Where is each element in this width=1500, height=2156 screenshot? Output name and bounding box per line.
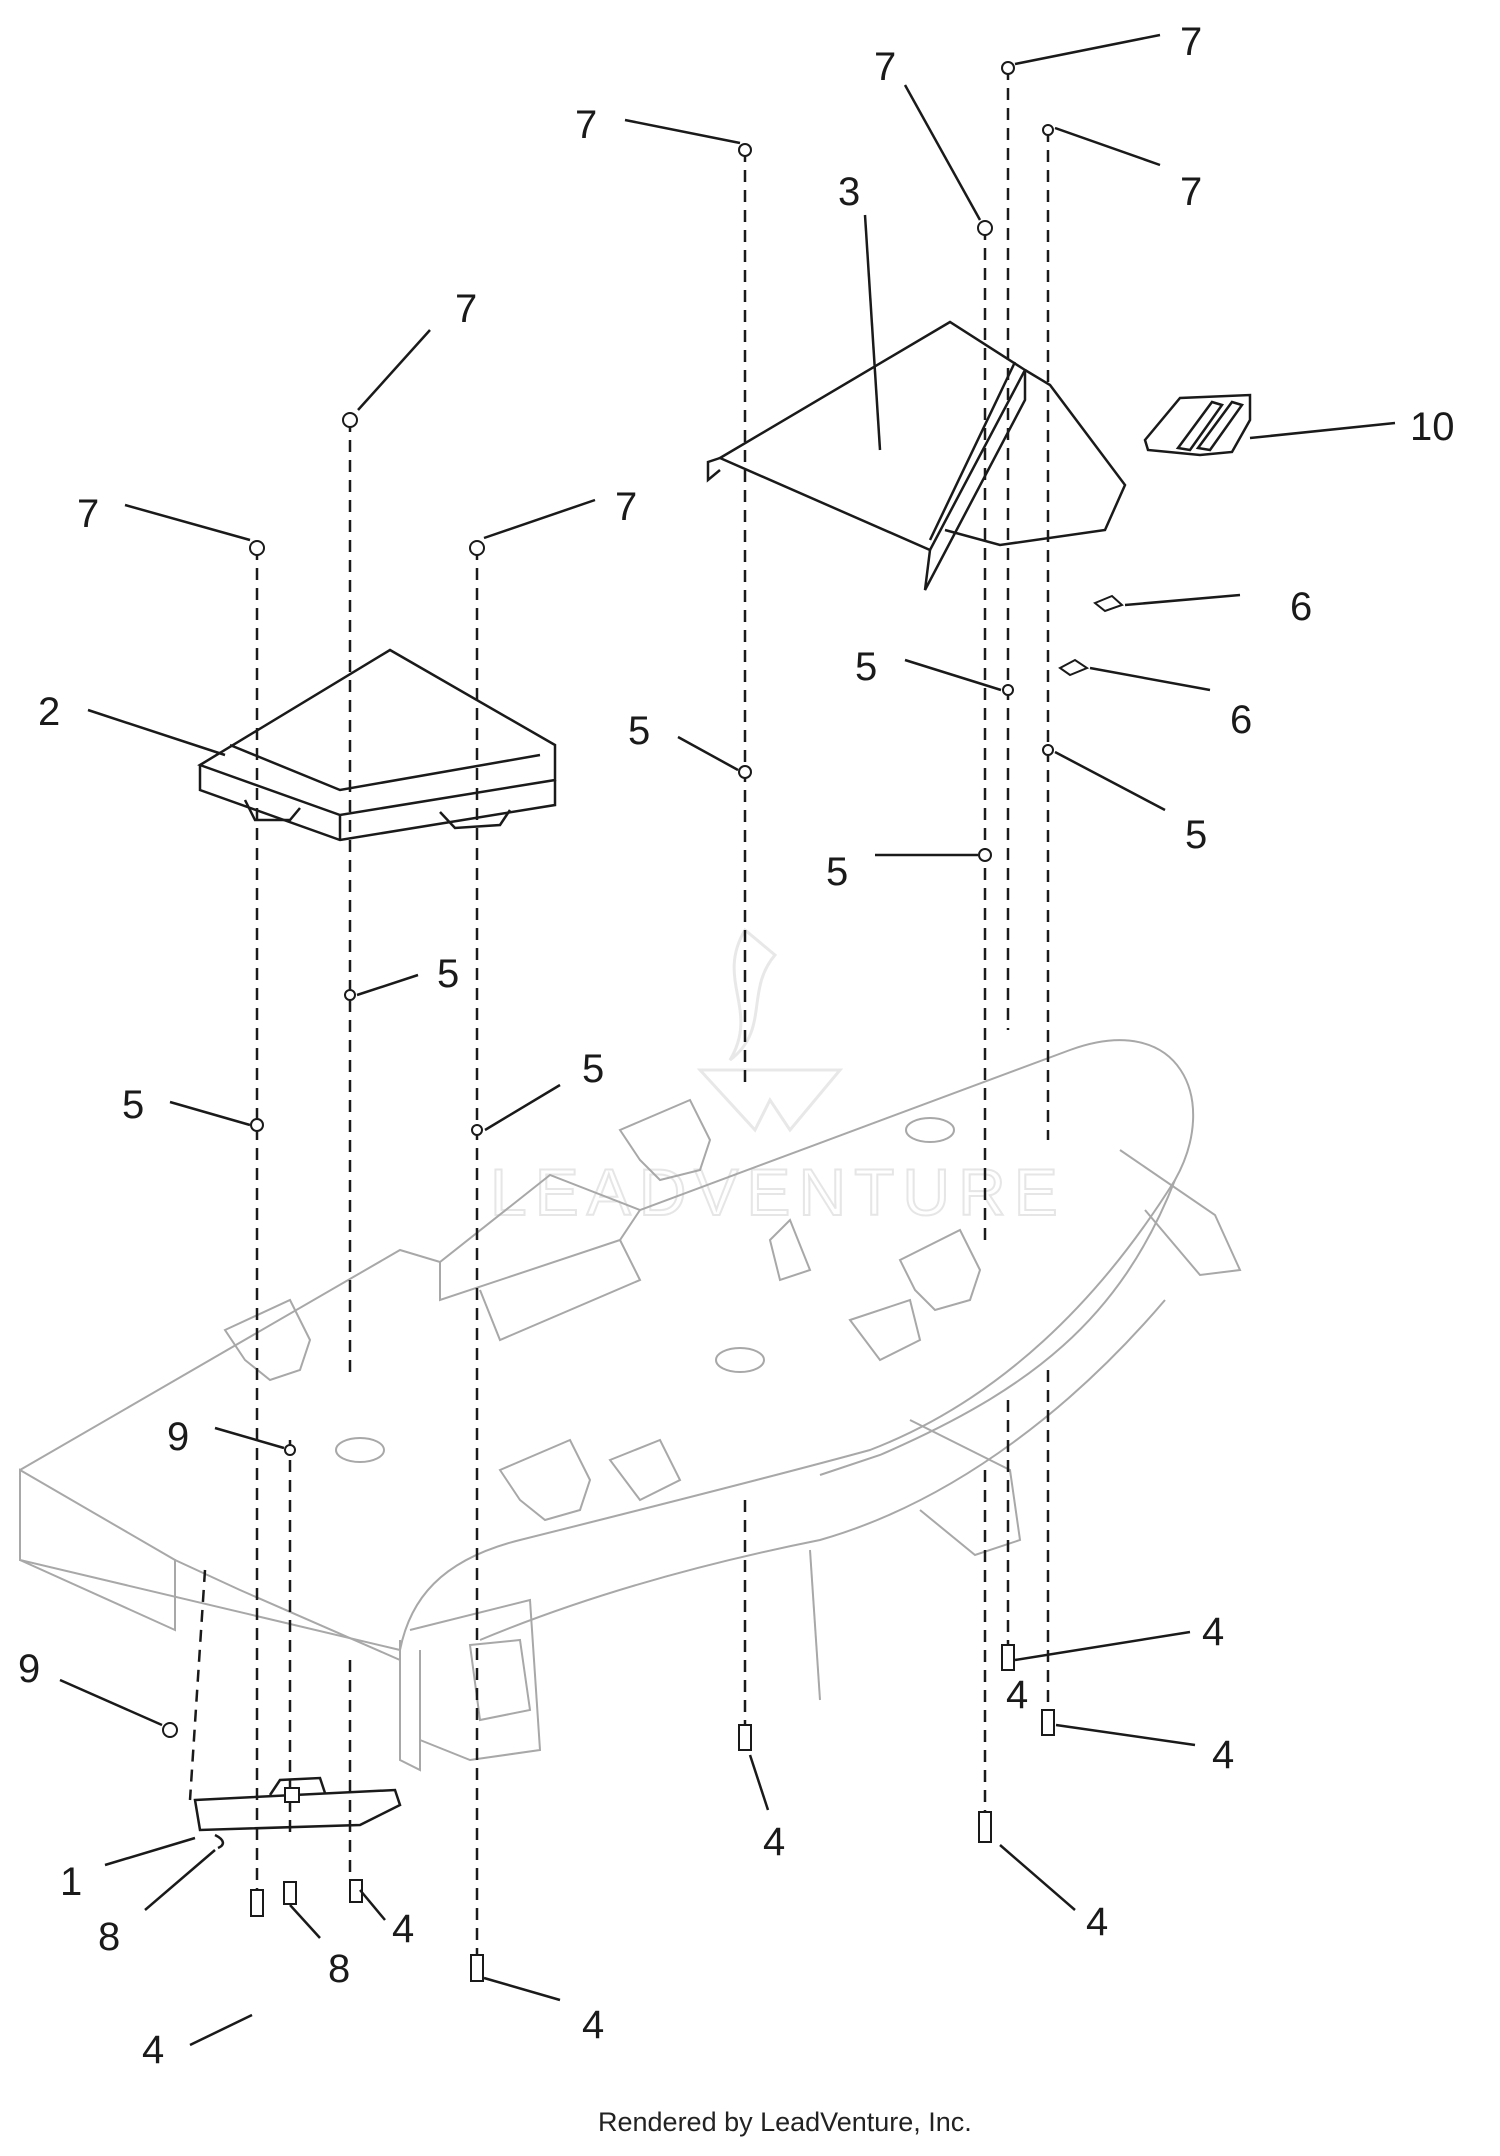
callout-4-c: 4	[582, 2003, 604, 2047]
callout-8-b: 8	[328, 1947, 350, 1991]
callout-2: 2	[38, 690, 60, 734]
callout-9-b: 9	[167, 1415, 189, 1459]
callout-10: 10	[1410, 405, 1455, 449]
callout-3: 3	[838, 170, 860, 214]
callout-5-e: 5	[826, 850, 848, 894]
callout-5-f: 5	[855, 645, 877, 689]
callout-4-b: 4	[392, 1907, 414, 1951]
callout-7-a: 7	[77, 492, 99, 536]
callout-4-a: 4	[142, 2028, 164, 2072]
callout-7-b: 7	[455, 287, 477, 331]
watermark: LEADVENTURE	[489, 927, 1066, 1230]
callout-7-f: 7	[1180, 20, 1202, 64]
watermark-text: LEADVENTURE	[490, 1155, 1066, 1229]
callouts: 1 2 3 4 4 4 4 4 4 4 4 5 5 5 5 5 5 5 6 6 …	[18, 20, 1455, 2072]
footer-credit: Rendered by LeadVenture, Inc.	[598, 2107, 972, 2137]
callout-4-d: 4	[763, 1820, 785, 1864]
callout-5-b: 5	[437, 952, 459, 996]
callout-7-c: 7	[615, 485, 637, 529]
mower-deck	[19, 1039, 1242, 1772]
part-2-left-cover	[197, 648, 557, 842]
callout-5-c: 5	[582, 1047, 604, 1091]
callout-6-a: 6	[1290, 585, 1312, 629]
callout-4-h: 4	[1006, 1673, 1028, 1717]
callout-5-g: 5	[1185, 813, 1207, 857]
assembly-lines	[188, 68, 1050, 1955]
callout-8-a: 8	[98, 1915, 120, 1959]
leader-lines	[59, 33, 1396, 2047]
callout-5-d: 5	[628, 709, 650, 753]
part-10-decal	[1143, 393, 1252, 457]
part-6-tabs	[1058, 594, 1124, 677]
part-3-right-cover	[706, 320, 1127, 591]
callout-4-e: 4	[1086, 1900, 1108, 1944]
callout-4-g: 4	[1202, 1610, 1224, 1654]
callout-7-g: 7	[1180, 170, 1202, 214]
callout-7-d: 7	[575, 103, 597, 147]
callout-1: 1	[60, 1860, 82, 1904]
hardware	[162, 61, 1055, 1982]
callout-7-e: 7	[874, 45, 896, 89]
callout-4-f: 4	[1212, 1733, 1234, 1777]
callout-6-b: 6	[1230, 698, 1252, 742]
part-1-bracket	[193, 1776, 402, 1850]
callout-9-a: 9	[18, 1647, 40, 1691]
callout-5-a: 5	[122, 1083, 144, 1127]
